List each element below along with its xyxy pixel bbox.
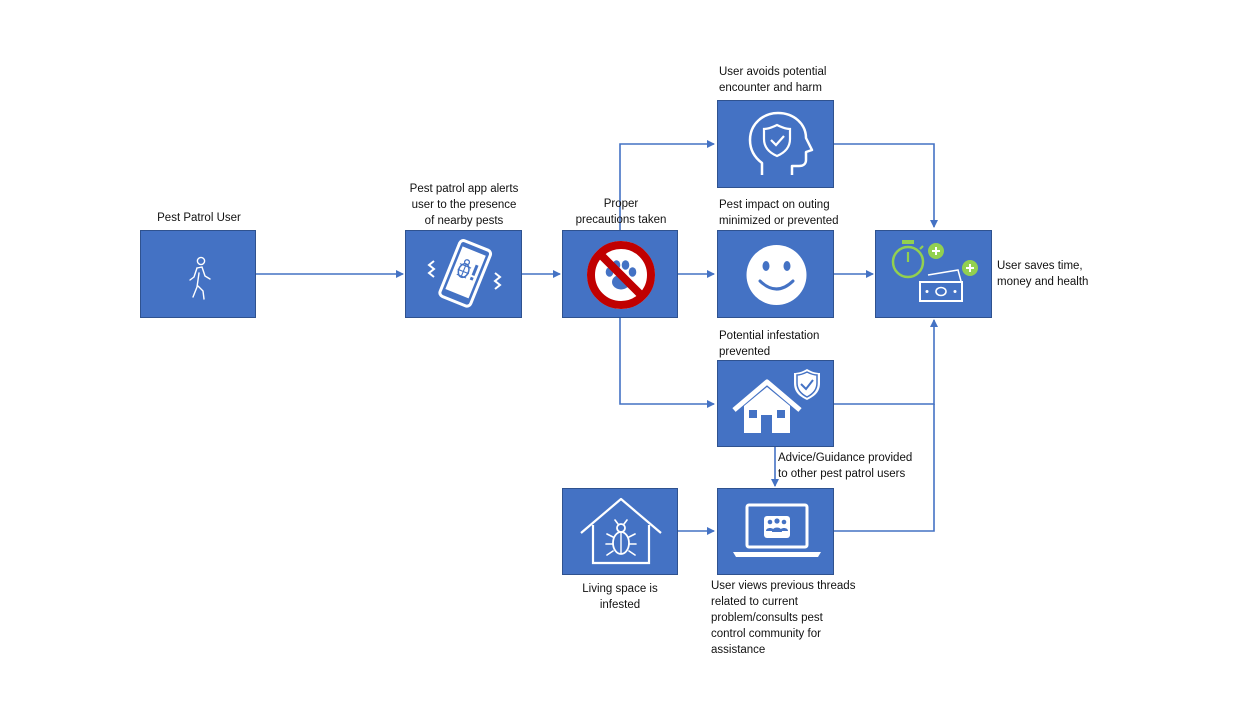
arrow-views-to-saves: [834, 404, 935, 532]
precautions-label-line-2: precautions taken: [575, 214, 667, 226]
app-alerts-label-line-2: user to the presence: [411, 199, 517, 211]
views-threads-box: [717, 488, 834, 575]
head-with-shield-icon: [748, 111, 814, 175]
laptop-community-icon: [733, 503, 821, 557]
no-pets-icon: [587, 241, 655, 309]
house-with-shield-icon: [732, 369, 820, 433]
impact-minimized-label-line-2: minimized or prevented: [719, 215, 839, 227]
house-with-bug-icon: [580, 497, 662, 565]
living-infested-label: Living space is infested: [550, 581, 690, 613]
precautions-box: [562, 230, 678, 318]
app-alerts-label-line-3: of nearby pests: [424, 215, 504, 227]
avoids-encounter-label-line-1: User avoids potential: [719, 66, 827, 78]
avoids-encounter-box: [717, 100, 834, 188]
avoids-encounter-label-line-2: encounter and harm: [719, 82, 822, 94]
precautions-label-line-1: Proper: [603, 198, 639, 210]
app-alerts-box: [405, 230, 522, 318]
views-threads-label-line-5: assistance: [711, 644, 766, 656]
saves-label-line-2: money and health: [997, 276, 1089, 288]
living-infested-label-line-1: Living space is: [582, 583, 658, 595]
arrow-avoids-to-saves: [834, 143, 938, 228]
views-threads-label-line-2: related to current: [711, 596, 798, 608]
arrow-precautions-to-avoids: [619, 140, 715, 230]
views-threads-label-line-3: problem/consults pest: [711, 612, 823, 624]
precautions-label: Proper precautions taken: [563, 196, 679, 228]
smiley-face-icon: [746, 245, 807, 305]
impact-minimized-label-line-1: Pest impact on outing: [719, 199, 830, 211]
advice-label: Advice/Guidance provided to other pest p…: [778, 450, 958, 482]
impact-minimized-label: Pest impact on outing minimized or preve…: [719, 197, 889, 229]
pest-patrol-user-box: [140, 230, 256, 318]
walking-person-icon: [189, 256, 211, 300]
living-infested-box: [562, 488, 678, 575]
views-threads-label-line-1: User views previous threads: [711, 580, 856, 592]
phone-with-bug-alert-icon: [427, 239, 502, 308]
avoids-encounter-label: User avoids potential encounter and harm: [719, 64, 889, 96]
infestation-prevented-label: Potential infestation prevented: [719, 328, 889, 360]
saves-label-line-1: User saves time,: [997, 260, 1083, 272]
saves-label: User saves time, money and health: [997, 258, 1147, 290]
saves-box: [875, 230, 992, 318]
infestation-prevented-label-line-1: Potential infestation: [719, 330, 820, 342]
pest-patrol-user-label: Pest Patrol User: [157, 212, 241, 224]
impact-minimized-box: [717, 230, 834, 318]
stopwatch-and-money-icon: [891, 240, 978, 302]
app-alerts-label-line-1: Pest patrol app alerts: [409, 183, 519, 195]
infestation-prevented-box: [717, 360, 834, 447]
views-threads-label-line-4: control community for: [711, 628, 821, 640]
infestation-prevented-label-line-2: prevented: [719, 346, 771, 358]
advice-label-line-1: Advice/Guidance provided: [778, 452, 913, 464]
app-alerts-label: Pest patrol app alerts user to the prese…: [388, 181, 540, 229]
advice-label-line-2: to other pest patrol users: [778, 468, 906, 480]
living-infested-label-line-2: infested: [599, 599, 641, 611]
arrow-precautions-to-infestation: [619, 318, 715, 408]
views-threads-label: User views previous threads related to c…: [711, 578, 886, 658]
